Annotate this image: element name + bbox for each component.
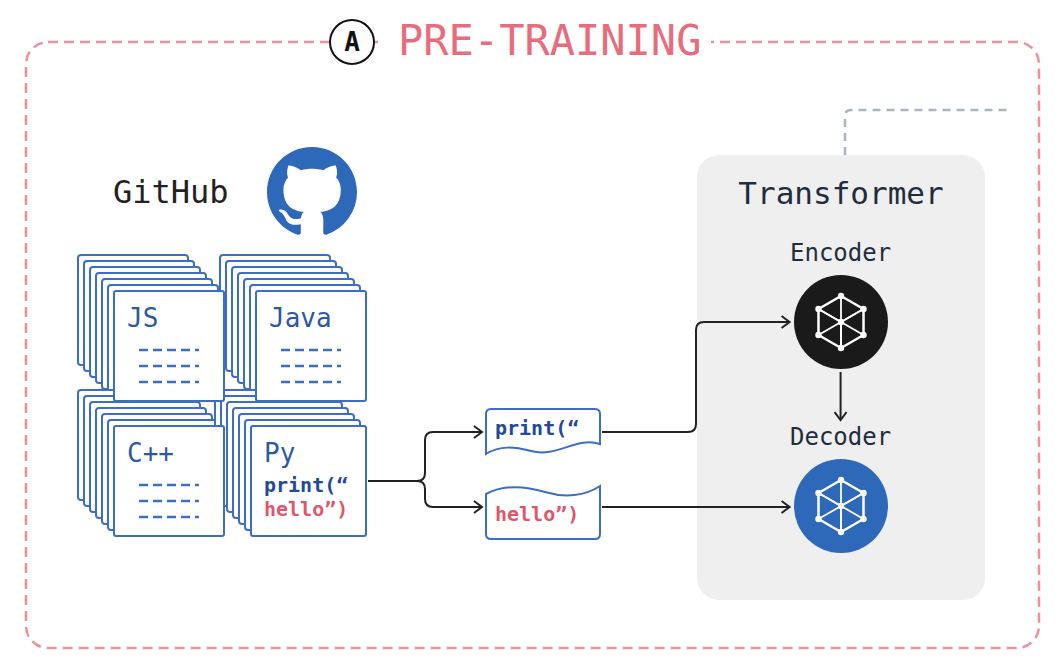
node-text: Java: [269, 302, 353, 334]
code-line: [281, 349, 341, 352]
node-text: Transformer: [697, 175, 985, 211]
transformer-panel: TransformerEncoderDecoder: [697, 155, 985, 600]
github-icon: [267, 147, 357, 235]
cube-vertex: [837, 319, 843, 325]
code-lines: [279, 344, 343, 388]
transformer-panel-ground: [697, 155, 985, 600]
cube-edge: [818, 493, 863, 519]
model-circle: [793, 458, 889, 554]
cube-edge: [818, 493, 863, 519]
network-cube-icon: [815, 293, 866, 351]
source-label: GitHub: [113, 172, 229, 212]
cube-vertex: [860, 490, 866, 496]
code-text: hello”): [264, 497, 353, 521]
flow-arrow: [368, 432, 482, 481]
cube-vertex: [837, 345, 843, 351]
flow-arrow: [602, 506, 790, 508]
node-text: hello”): [495, 502, 591, 526]
code-line: [139, 381, 199, 384]
cube-vertex: [860, 306, 866, 312]
model-circle-fill: [794, 459, 888, 553]
cube-vertex: [860, 516, 866, 522]
node-text: A: [344, 27, 360, 57]
code-text: print(“: [264, 473, 353, 497]
code-lines: [137, 344, 201, 388]
step-badge: A: [329, 19, 375, 65]
diagram-title: PRE-TRAINING: [380, 16, 711, 66]
cube-vertex: [837, 293, 843, 299]
flow-arrow: [840, 372, 842, 420]
cube-vertex: [837, 477, 843, 483]
code-line: [139, 365, 199, 368]
flow-arrow: [602, 322, 790, 432]
leader-line: [845, 110, 1012, 155]
model-part: Encoder: [790, 239, 891, 370]
file-card: Java: [255, 290, 367, 402]
cube-vertex: [860, 332, 866, 338]
cube-vertex: [815, 490, 821, 496]
code-line: [281, 365, 341, 368]
code-line: [281, 381, 341, 384]
github-mark: [267, 147, 357, 235]
code-line: [139, 516, 199, 519]
cube-vertex: [815, 516, 821, 522]
cube-outline: [818, 480, 863, 532]
code-fragment: print(“: [485, 408, 601, 456]
torn-outline-path: [486, 409, 600, 454]
cube-outline: [818, 296, 863, 348]
node-text: Encoder: [790, 239, 891, 267]
file-card: C++: [113, 425, 225, 537]
model-circle: [793, 274, 889, 370]
network-cube-icon: [815, 477, 866, 535]
cube-vertex: [837, 503, 843, 509]
node-text: JS: [127, 302, 211, 334]
node-text: Decoder: [790, 423, 891, 451]
cube-edge: [818, 309, 863, 335]
file-card: Py print(“hello”): [250, 425, 367, 537]
cube-vertex: [815, 332, 821, 338]
model-circle-fill: [794, 275, 888, 369]
code-fragment: hello”): [485, 474, 601, 540]
cube-edge: [818, 309, 863, 335]
code-line: [139, 500, 199, 503]
torn-outline-path: [486, 486, 600, 539]
region-outline: [26, 42, 1039, 648]
flow-arrow: [368, 481, 482, 507]
cube-vertex: [815, 306, 821, 312]
file-card: JS: [113, 290, 225, 402]
code-line: [139, 484, 199, 487]
node-text: Py: [264, 437, 353, 469]
node-text: C++: [127, 437, 211, 469]
node-text: print(“: [495, 416, 591, 440]
code-lines: [137, 479, 201, 523]
model-part: Decoder: [790, 423, 891, 554]
code-line: [139, 349, 199, 352]
cube-vertex: [837, 529, 843, 535]
